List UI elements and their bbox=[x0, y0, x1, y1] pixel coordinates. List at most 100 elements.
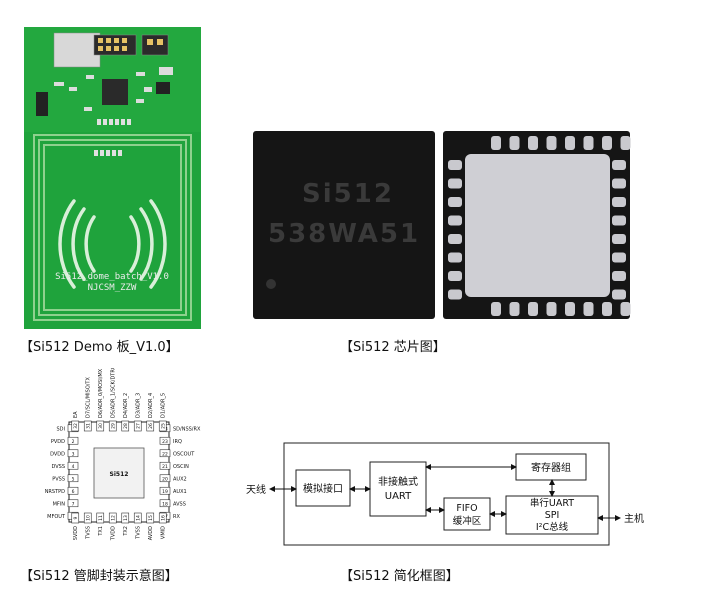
pin-right-name: IRQ bbox=[173, 439, 182, 445]
pin-right-name: AVSS bbox=[173, 501, 186, 507]
pin-top-num: 27 bbox=[135, 423, 141, 429]
pin-top-name: D1/ADR_5 bbox=[160, 393, 166, 418]
pin-bottom-name: VMID bbox=[160, 526, 166, 539]
contactless-uart-label1: 非接触式 bbox=[378, 475, 418, 488]
pin-top-name: D4/ADR_2 bbox=[123, 393, 129, 418]
pin-left-num: 3 bbox=[72, 451, 75, 457]
fifo-label2: 缓冲区 bbox=[453, 515, 482, 527]
serial-label2: SPI bbox=[545, 510, 560, 521]
pin-right-num: 20 bbox=[162, 476, 168, 482]
pin-top-name: D2/ADR_4 bbox=[148, 393, 154, 418]
pin-top-box bbox=[96, 420, 105, 432]
pin-left-name: MFIN bbox=[53, 501, 66, 507]
pin-top-num: 32 bbox=[73, 423, 79, 429]
registers-label: 寄存器组 bbox=[531, 461, 571, 474]
contactless-uart-box bbox=[369, 461, 427, 517]
pin-right-num: 21 bbox=[162, 464, 168, 470]
pin-bottom-box bbox=[71, 512, 80, 524]
caption-chip: 【Si512 芯片图】 bbox=[340, 340, 446, 355]
pin-right-name: AUX1 bbox=[173, 489, 187, 495]
antenna-label: 天线 bbox=[246, 483, 266, 496]
pin-left-box bbox=[67, 449, 79, 458]
pin-bottom-num: 12 bbox=[110, 515, 116, 521]
pin-top-box bbox=[146, 420, 155, 432]
pin-right-name: SD/NSS/RX bbox=[173, 426, 201, 432]
pin-bottom-num: 14 bbox=[135, 515, 141, 521]
board-silk-line1: Si512_dome_batch_V1.0 bbox=[55, 272, 169, 282]
pin-right-box bbox=[159, 499, 171, 508]
pin-bottom-num: 10 bbox=[85, 515, 91, 521]
pin-top-box bbox=[108, 420, 117, 432]
pin-right-name: OSCOUT bbox=[173, 451, 195, 457]
pin-top-box bbox=[71, 420, 80, 432]
chip-mark-line2: 538WA51 bbox=[268, 219, 420, 249]
pin-top-num: 31 bbox=[85, 423, 91, 429]
pin-left-num: 5 bbox=[72, 476, 75, 482]
chip-mark-line1: Si512 bbox=[302, 179, 394, 209]
pin-bottom-box bbox=[83, 512, 92, 524]
pinout-diagram: Si512 1SDI2PVDD3DVDD4DVSS5PVSS6NRSTPD7MF… bbox=[45, 368, 201, 541]
pin-right-name: AUX2 bbox=[173, 476, 187, 482]
host-label: 主机 bbox=[624, 512, 644, 525]
pin-right-num: 23 bbox=[162, 439, 168, 445]
pin-bottom-num: 9 bbox=[73, 516, 79, 519]
pin-top-num: 28 bbox=[123, 423, 129, 429]
pin-left-num: 6 bbox=[72, 489, 75, 495]
pin-right-box bbox=[159, 486, 171, 495]
pin-left-box bbox=[67, 461, 79, 470]
pin-top-box bbox=[83, 420, 92, 432]
analog-interface-label: 模拟接口 bbox=[303, 482, 343, 495]
pin-left-name: PVSS bbox=[52, 476, 65, 482]
pin-right-name: OSCIN bbox=[173, 464, 189, 470]
pin-bottom-name: TVSS bbox=[135, 526, 141, 540]
pin-bottom-name: AVDD bbox=[148, 526, 154, 540]
caption-pinout: 【Si512 管脚封装示意图】 bbox=[20, 569, 178, 584]
pin-left-name: MFOUT bbox=[47, 514, 66, 520]
fifo-label1: FIFO bbox=[456, 503, 477, 514]
pin-left-box bbox=[67, 486, 79, 495]
pin-top-box bbox=[121, 420, 130, 432]
pin-bottom-name: TX2 bbox=[123, 526, 129, 537]
caption-demo-board: 【Si512 Demo 板_V1.0】 bbox=[20, 340, 179, 355]
pin-top-num: 25 bbox=[160, 423, 166, 429]
pin-bottom-box bbox=[146, 512, 155, 524]
pin-right-name: RX bbox=[173, 514, 180, 520]
pin-left-name: SDI bbox=[57, 426, 66, 432]
pin-top-num: 26 bbox=[148, 423, 154, 429]
pin-bottom-name: TX1 bbox=[98, 526, 104, 537]
pin-left-name: DVDD bbox=[50, 451, 65, 457]
pin-left-box bbox=[67, 436, 79, 445]
pin-top-name: D3/ADR_3 bbox=[135, 393, 141, 418]
pin-left-box bbox=[67, 474, 79, 483]
board-silk-line2: NJCSM_ZZW bbox=[88, 283, 137, 293]
demo-board-photo: Si512_dome_batch_V1.0 NJCSM_ZZW bbox=[24, 27, 201, 329]
chip-photo: Si512 538WA51 bbox=[253, 131, 631, 319]
pin-top-name: D6/ADR_0/MOSI/MX bbox=[98, 368, 104, 418]
pin-right-box bbox=[159, 436, 171, 445]
pin-top-num: 30 bbox=[98, 423, 104, 429]
pin-bottom-num: 13 bbox=[123, 515, 129, 521]
fifo-box bbox=[443, 497, 491, 531]
pin-left-box bbox=[67, 499, 79, 508]
pin-bottom-name: TVDD bbox=[110, 526, 116, 541]
pin-bottom-box bbox=[121, 512, 130, 524]
pin-left-num: 2 bbox=[72, 439, 75, 445]
pin-top-name: D5/ADR_1/SCK/DTRQ bbox=[110, 368, 116, 418]
pin-left-name: PVDD bbox=[51, 439, 65, 445]
contactless-uart-label2: UART bbox=[385, 491, 412, 502]
chip-pads bbox=[448, 136, 631, 316]
pinout-chip-label: Si512 bbox=[110, 471, 129, 478]
caption-block-diagram: 【Si512 简化框图】 bbox=[340, 569, 459, 584]
pin-left-name: DVSS bbox=[51, 464, 65, 470]
serial-box bbox=[505, 495, 599, 535]
pin-right-num: 18 bbox=[162, 501, 168, 507]
pin-left-num: 7 bbox=[72, 501, 75, 507]
pin-bottom-box bbox=[133, 512, 142, 524]
serial-label1: 串行UART bbox=[530, 497, 574, 509]
serial-label3: I²C总线 bbox=[536, 521, 569, 533]
pin-bottom-num: 15 bbox=[148, 515, 154, 521]
pin-bottom-box bbox=[158, 512, 167, 524]
pin-right-num: 22 bbox=[162, 451, 168, 457]
chip-boundary bbox=[283, 442, 610, 546]
pin-bottom-num: 11 bbox=[98, 515, 104, 521]
